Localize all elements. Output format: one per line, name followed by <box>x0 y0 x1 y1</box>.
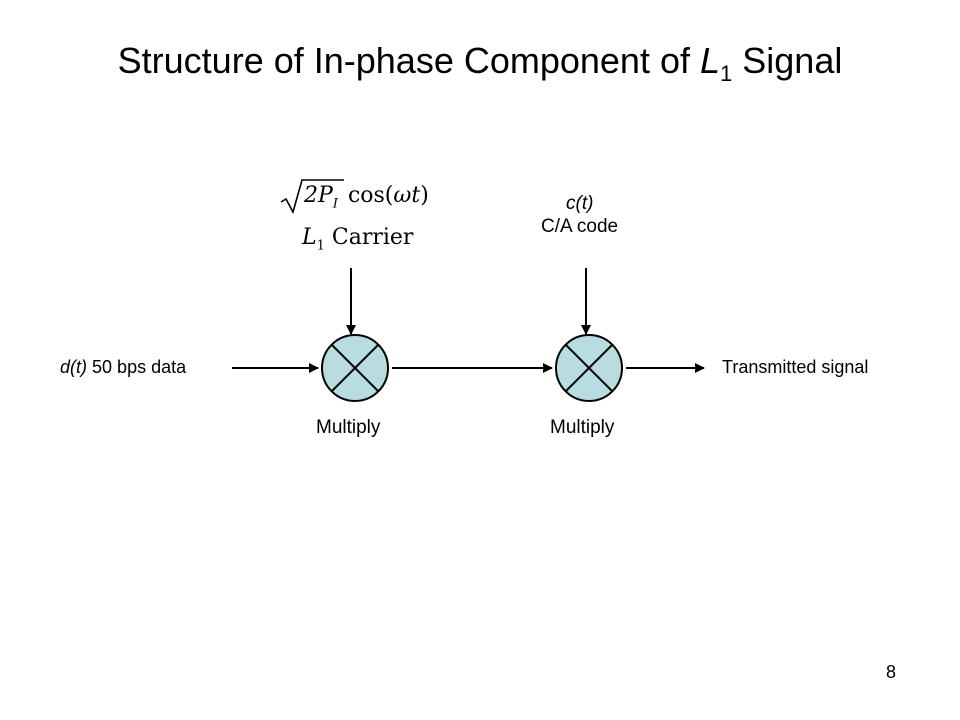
formula-close: ) <box>420 183 429 208</box>
input-label: d(t) 50 bps data <box>60 357 186 378</box>
multiplier-1 <box>321 334 389 402</box>
input-var-post: ) <box>81 357 88 377</box>
title-prefix: Structure of In-phase Component of <box>117 40 700 81</box>
carrier-label: L1 Carrier <box>302 225 413 253</box>
title-suffix: Signal <box>732 40 843 81</box>
carrier-label-text: Carrier <box>324 225 414 250</box>
carrier-label-sub: 1 <box>316 238 325 254</box>
formula-root: 2P <box>304 183 333 208</box>
output-label: Transmitted signal <box>722 357 869 377</box>
code-var-t: t <box>581 193 588 214</box>
title-subscript: 1 <box>720 61 733 87</box>
code-var-post: ) <box>587 193 594 214</box>
multiplier-1-label: Multiply <box>316 417 381 438</box>
code-variable: c(t) <box>566 193 593 215</box>
input-label-text: 50 bps data <box>87 357 187 377</box>
formula-root-sub: I <box>332 196 338 212</box>
code-var-pre: c( <box>566 193 582 214</box>
sqrt-sign <box>280 179 344 215</box>
page-number: 8 <box>885 662 896 682</box>
slide-title: Structure of In-phase Component of L1 Si… <box>0 40 960 87</box>
code-label: C/A code <box>541 216 619 237</box>
title-variable: L <box>699 40 721 81</box>
input-var-pre: d( <box>60 357 77 377</box>
formula-omega: ωt <box>393 183 421 208</box>
multiplier-2-label: Multiply <box>550 417 615 438</box>
multiplier-2 <box>555 334 623 402</box>
input-var-t: t <box>76 357 82 377</box>
carrier-label-var: L <box>302 225 317 250</box>
formula-cos: cos( <box>347 183 394 208</box>
